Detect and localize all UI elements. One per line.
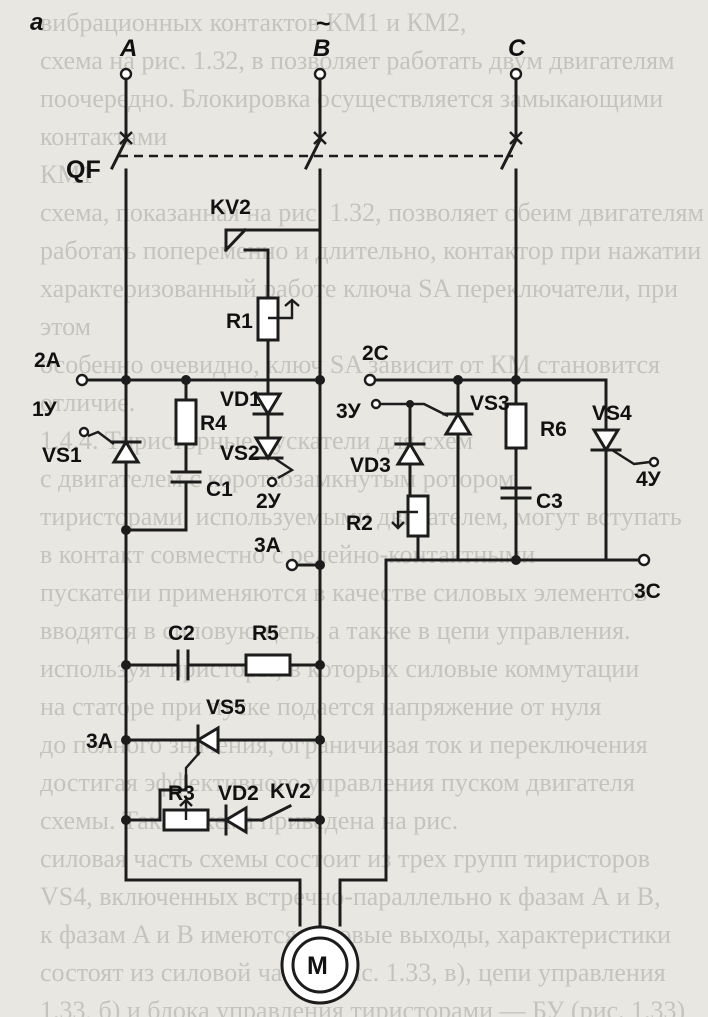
t3a-right-label: 3A xyxy=(254,534,281,557)
terminal-1y xyxy=(78,426,90,438)
c3-capacitor xyxy=(500,486,532,500)
vs2-thyristor xyxy=(252,436,295,480)
t3a-left-label: 3A xyxy=(86,730,113,753)
vd3-diode xyxy=(394,441,426,466)
kv2-bottom-label: KV2 xyxy=(270,780,311,803)
terminal-3a-right xyxy=(285,558,299,572)
vs5-label: VS5 xyxy=(206,696,246,719)
background-text-line: к фазам A и B имеются угловые выходы, ха… xyxy=(40,920,672,949)
terminal-3c xyxy=(637,553,651,567)
motor-m: M xyxy=(280,925,360,1005)
panel-letter: а xyxy=(30,9,43,36)
t3c-label: 3C xyxy=(634,580,661,603)
t4y-label: 4У xyxy=(636,468,662,491)
background-text-line: особенно очевидно, ключ SA зависит от КМ… xyxy=(40,350,660,379)
phase-c-label: C xyxy=(508,35,526,62)
vd2-diode xyxy=(223,804,248,836)
background-text-line: достигая эффективного управления пуском … xyxy=(40,768,635,797)
background-text-line: на статоре при пуске подается напряжение… xyxy=(40,692,602,721)
background-text-line: вибрационных контактов КМ1 и КМ2, xyxy=(40,8,467,37)
background-text-line: состоят из силовой части (рис. 1.33, в),… xyxy=(40,958,666,987)
vs4-label: VS4 xyxy=(592,402,632,425)
background-text-line: схема на рис. 1.32, в позволяет работать… xyxy=(40,46,675,75)
t2c-label: 2C xyxy=(362,342,389,365)
background-text-line: поочередно. Блокировка осуществляется за… xyxy=(40,84,670,151)
background-text-line: КМ1 xyxy=(40,160,94,189)
t1y-label: 1У xyxy=(32,398,58,421)
r2-variable-resistor xyxy=(391,494,430,538)
vs5-thyristor xyxy=(184,724,220,776)
background-text-line: вводятся в силовую цепь, а также в цепи … xyxy=(40,616,631,645)
r2-label: R2 xyxy=(346,512,373,535)
vs2-label: VS2 xyxy=(220,442,260,465)
r4-label: R4 xyxy=(200,412,227,435)
background-text-line: работать попеременно и длительно, контак… xyxy=(40,236,702,265)
r3-label: R3 xyxy=(168,782,195,805)
terminal-3y xyxy=(370,398,382,410)
r5-resistor xyxy=(244,653,292,677)
background-text-line: в контакт совместно с релейно-контактным… xyxy=(40,540,536,569)
phase-a-label: A xyxy=(119,35,137,62)
vd1-label: VD1 xyxy=(220,388,261,411)
t3y-label: 3У xyxy=(336,400,362,423)
r1-label: R1 xyxy=(226,310,253,333)
background-text-line: используя тиристоры, в которых силовые к… xyxy=(40,654,640,683)
r5-label: R5 xyxy=(252,622,279,645)
t2a-label: 2A xyxy=(34,349,61,372)
terminal-2c xyxy=(363,373,377,387)
background-text-line: с двигателем с короткозамкнутым ротором xyxy=(40,464,515,493)
phase-b-label: B xyxy=(313,35,330,62)
c3-label: C3 xyxy=(536,490,563,513)
kv2-bottom-contact[interactable] xyxy=(259,803,322,823)
vd2-label: VD2 xyxy=(218,782,259,805)
kv2-top-contact[interactable] xyxy=(223,227,270,253)
background-text-line: отличие. xyxy=(40,388,136,417)
t2y-label: 2У xyxy=(256,490,282,513)
background-text-line: силовая часть схемы состоит из трех груп… xyxy=(40,844,651,873)
terminal-4y xyxy=(648,456,660,468)
background-text-line: пускатели применяются в качестве силовых… xyxy=(40,578,648,607)
background-text-line: характеризованный работе ключа SA перекл… xyxy=(40,274,685,341)
background-text-line: схема, показанная на рис. 1.32, позволяе… xyxy=(40,198,704,227)
vs4-thyristor xyxy=(590,428,651,466)
background-text-line: 1.33, б) и блока управления тиристорами … xyxy=(40,996,686,1017)
vd3-label: VD3 xyxy=(350,454,391,477)
background-text-line: до полного значения, ограничивая ток и п… xyxy=(40,730,648,759)
r6-label: R6 xyxy=(540,418,567,441)
vs3-label: VS3 xyxy=(470,392,510,415)
terminal-2y xyxy=(266,476,278,488)
vs1-label: VS1 xyxy=(42,444,82,467)
qf-label: QF xyxy=(66,156,101,184)
c1-label: C1 xyxy=(206,478,233,501)
c2-label: C2 xyxy=(168,622,195,645)
r4-resistor xyxy=(174,398,198,446)
breaker-cross-marks xyxy=(119,131,523,145)
phase-b-symbol: ~ xyxy=(316,10,331,38)
r1-variable-resistor xyxy=(256,296,300,342)
kv2-top-label: KV2 xyxy=(210,196,251,219)
terminal-2a xyxy=(75,373,89,387)
background-text-line: VS4, включенных встречно-параллельно к ф… xyxy=(40,882,661,911)
motor-label: M xyxy=(307,952,328,980)
qf-breaker[interactable] xyxy=(109,137,519,171)
vs1-thyristor xyxy=(87,430,142,464)
